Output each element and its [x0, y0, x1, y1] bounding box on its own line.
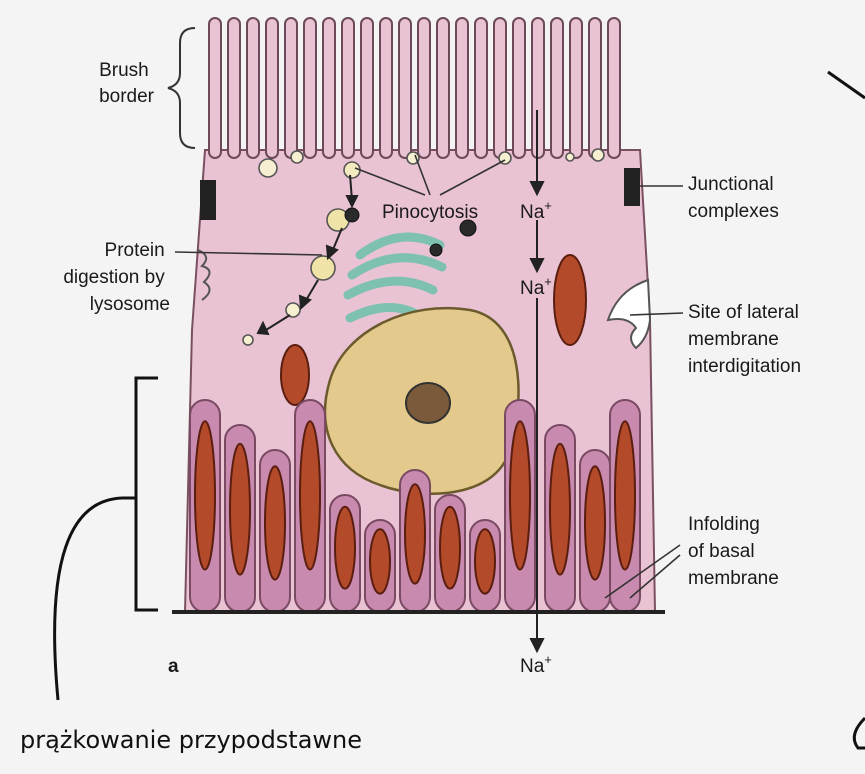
mitochondrion [584, 465, 606, 581]
nucleolus [405, 382, 451, 424]
label-na-1: Na+ [520, 198, 552, 223]
mitochondrion [404, 483, 426, 585]
vesicle [565, 152, 575, 162]
label-protein-digestion: Protein digestion by lysosome [63, 240, 170, 315]
label-lateral-interdigitation: Site of lateral membrane interdigitation [688, 302, 804, 377]
dense-lysosome [459, 219, 477, 237]
microvillus [322, 17, 336, 159]
microvillus [227, 17, 241, 159]
brush-border-microvilli [208, 17, 621, 159]
lateral-interdigitation-right [606, 278, 652, 350]
mitochondrion [369, 528, 391, 595]
microvillus [588, 17, 602, 159]
vesicle [258, 158, 278, 178]
mitochondrion [299, 420, 321, 571]
right-edge-stroke-bottom [852, 716, 865, 750]
lateral-interdigitation-left [197, 249, 211, 301]
mitochondrion [509, 420, 531, 571]
label-junctional-complexes: Junctional complexes [688, 174, 779, 222]
microvillus [398, 17, 412, 159]
basal-striation-bracket [122, 376, 158, 612]
dense-lysosome [429, 243, 443, 257]
annotation-curve [53, 496, 123, 701]
mitochondrion [439, 505, 461, 590]
label-brush-border: Brush border [99, 60, 155, 107]
junctional-complex-right [624, 168, 640, 206]
mitochondrion [229, 442, 251, 576]
label-na-3: Na+ [520, 652, 552, 677]
microvillus [284, 17, 298, 159]
microvillus [379, 17, 393, 159]
label-basal-infolding: Infolding of basal membrane [688, 514, 779, 589]
label-pinocytosis: Pinocytosis [382, 202, 478, 223]
vesicle [310, 255, 336, 281]
mitochondrion [553, 254, 587, 346]
microvillus [550, 17, 564, 159]
leader-lines [174, 154, 684, 599]
sodium-transport-arrow [529, 110, 545, 654]
vesicle [285, 302, 301, 318]
vesicle [290, 150, 304, 164]
mitochondrion [194, 420, 216, 571]
vesicle [591, 148, 605, 162]
lysosome-arrows [256, 174, 359, 336]
microvillus [569, 17, 583, 159]
microvillus [417, 17, 431, 159]
microvillus [512, 17, 526, 159]
mitochondrion [334, 505, 356, 590]
microvillus [436, 17, 450, 159]
brush-border-brace [167, 27, 196, 149]
panel-letter: a [168, 656, 179, 677]
mitochondrion [474, 528, 496, 595]
microvillus [303, 17, 317, 159]
pinocytotic-vesicles [242, 148, 605, 346]
microvillus [493, 17, 507, 159]
microvillus [208, 17, 222, 159]
mitochondrion [549, 442, 571, 576]
junctional-complex-left [200, 180, 216, 220]
microvillus [607, 17, 621, 159]
microvillus [455, 17, 469, 159]
mitochondrion [280, 344, 310, 406]
mitochondrion [264, 465, 286, 581]
dense-lysosome [344, 207, 360, 223]
vesicle [242, 334, 254, 346]
microvillus [246, 17, 260, 159]
label-na-2: Na+ [520, 274, 552, 299]
microvillus [474, 17, 488, 159]
vesicle [343, 161, 361, 179]
microvillus [341, 17, 355, 159]
microvillus [360, 17, 374, 159]
handwritten-annotation: prążkowanie przypodstawne [20, 726, 362, 754]
microvillus [265, 17, 279, 159]
right-edge-stroke-top [827, 70, 865, 100]
basal-membrane-infoldings [189, 399, 641, 613]
vesicle [406, 151, 420, 165]
mitochondrion [614, 420, 636, 571]
upper-mitochondria [280, 254, 587, 406]
